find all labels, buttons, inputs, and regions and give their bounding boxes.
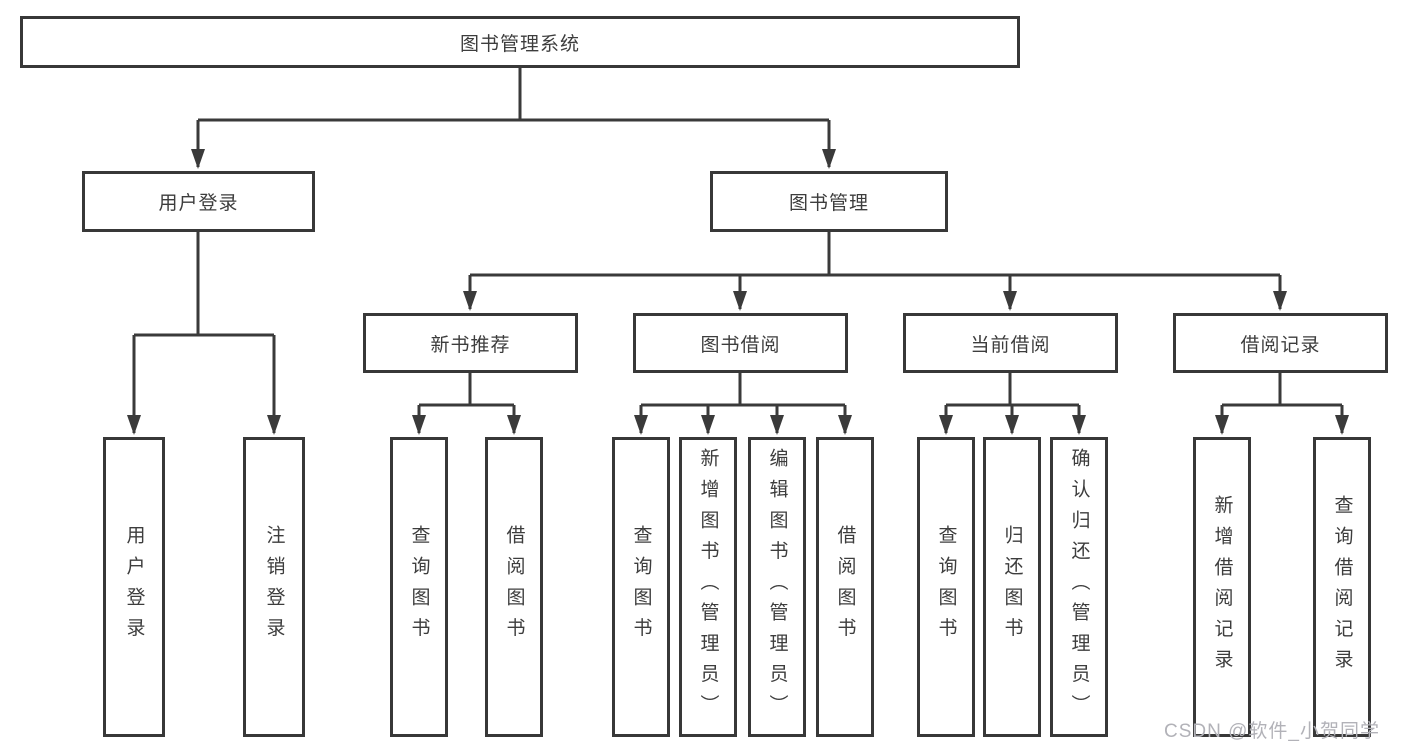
- leaf-logout: 注销登录: [243, 437, 305, 737]
- node-book-borrow: 图书借阅: [633, 313, 848, 373]
- node-new-book-recommend: 新书推荐: [363, 313, 578, 373]
- leaf-newbooks-query: 查询图书: [390, 437, 448, 737]
- leaf-newbooks-borrow-label: 借阅图书: [503, 525, 525, 649]
- node-borrow-records-label: 借阅记录: [1240, 334, 1321, 356]
- leaf-user-login-label: 用户登录: [123, 525, 145, 649]
- leaf-records-add-label: 新增借阅记录: [1211, 494, 1233, 680]
- leaf-borrow-edit-book-label: 编辑图书（管理员）: [766, 448, 788, 726]
- node-user-login-label: 用户登录: [158, 193, 239, 214]
- leaf-borrow-query-label: 查询图书: [630, 525, 652, 649]
- leaf-borrow-add-book-label: 新增图书（管理员）: [697, 448, 719, 726]
- leaf-borrow-edit-book: 编辑图书（管理员）: [748, 437, 806, 737]
- leaf-current-confirm-return-label: 确认归还（管理员）: [1068, 448, 1090, 726]
- node-root: 图书管理系统: [20, 16, 1020, 68]
- node-book-management: 图书管理: [710, 171, 948, 232]
- leaf-records-query: 查询借阅记录: [1313, 437, 1371, 737]
- leaf-records-query-label: 查询借阅记录: [1331, 494, 1353, 680]
- node-new-book-recommend-label: 新书推荐: [430, 334, 511, 356]
- leaf-current-query: 查询图书: [917, 437, 975, 737]
- node-book-borrow-label: 图书借阅: [700, 334, 781, 356]
- node-borrow-records: 借阅记录: [1173, 313, 1388, 373]
- leaf-current-confirm-return: 确认归还（管理员）: [1050, 437, 1108, 737]
- leaf-newbooks-borrow: 借阅图书: [485, 437, 543, 737]
- leaf-current-return: 归还图书: [983, 437, 1041, 737]
- leaf-user-login: 用户登录: [103, 437, 165, 737]
- leaf-borrow-query: 查询图书: [612, 437, 670, 737]
- leaf-current-query-label: 查询图书: [935, 525, 957, 649]
- node-book-management-label: 图书管理: [788, 193, 869, 214]
- node-current-borrow: 当前借阅: [903, 313, 1118, 373]
- leaf-current-return-label: 归还图书: [1001, 525, 1023, 649]
- watermark: CSDN @软件_小贺同学: [1164, 721, 1380, 742]
- node-root-label: 图书管理系统: [459, 33, 580, 55]
- leaf-borrow-borrow-book-label: 借阅图书: [834, 525, 856, 649]
- leaf-records-add: 新增借阅记录: [1193, 437, 1251, 737]
- leaf-logout-label: 注销登录: [263, 525, 285, 649]
- leaf-borrow-add-book: 新增图书（管理员）: [679, 437, 737, 737]
- node-current-borrow-label: 当前借阅: [970, 334, 1051, 356]
- leaf-borrow-borrow-book: 借阅图书: [816, 437, 874, 737]
- node-user-login: 用户登录: [82, 171, 315, 232]
- leaf-newbooks-query-label: 查询图书: [408, 525, 430, 649]
